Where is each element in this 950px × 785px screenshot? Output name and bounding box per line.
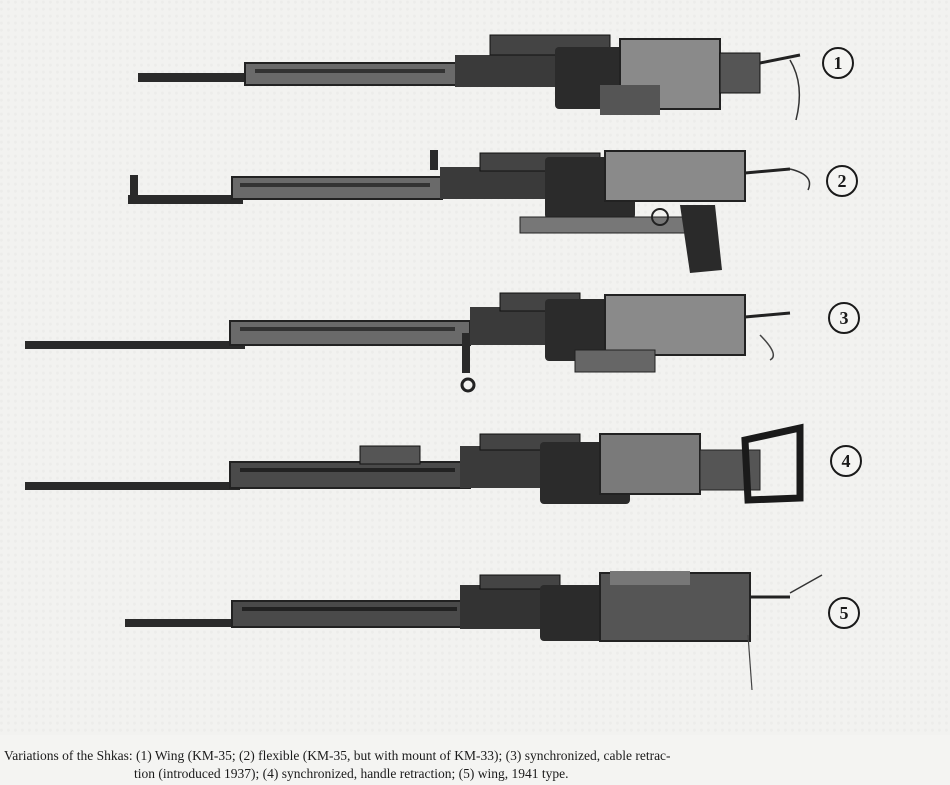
gun-1-illustration bbox=[138, 34, 801, 121]
gun-4-number-badge: 4 bbox=[830, 445, 862, 477]
gun-1-row: 1 bbox=[0, 25, 950, 135]
gun-1-number-badge: 1 bbox=[822, 47, 854, 79]
caption-line-2: tion (introduced 1937); (4) synchronized… bbox=[134, 766, 569, 781]
gun-5-row: 5 bbox=[0, 565, 950, 695]
gun-2-row: 2 bbox=[0, 145, 950, 275]
gun-4-illustration bbox=[25, 423, 804, 504]
gun-2-number-badge: 2 bbox=[826, 165, 858, 197]
gun-3-row: 3 bbox=[0, 285, 950, 400]
caption-line-1: Variations of the Shkas: (1) Wing (KM-35… bbox=[4, 748, 671, 763]
gun-4-row: 4 bbox=[0, 420, 950, 525]
gun-5-number-badge: 5 bbox=[828, 597, 860, 629]
gun-2-illustration bbox=[128, 150, 811, 273]
figure-plate: 1 2 bbox=[0, 0, 950, 735]
gun-3-illustration bbox=[25, 292, 791, 393]
figure-caption: Variations of the Shkas: (1) Wing (KM-35… bbox=[0, 743, 950, 785]
gun-5-illustration bbox=[125, 571, 823, 691]
gun-3-number-badge: 3 bbox=[828, 302, 860, 334]
